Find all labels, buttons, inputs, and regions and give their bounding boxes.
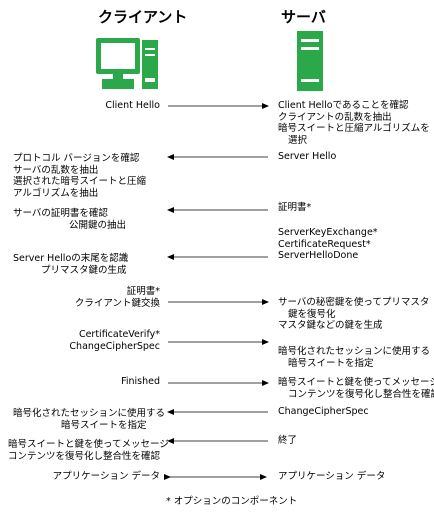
server-text: アプリケーション データ (278, 471, 386, 482)
desktop-computer-icon (96, 38, 158, 89)
server-text: ServerKeyExchange* CertificateRequest* S… (278, 227, 378, 261)
client-text: Client Hello (105, 100, 160, 111)
client-column-header: クライアント (98, 8, 188, 26)
client-text: 暗号化されたセッションに使用する 暗号スイートを指定 (13, 408, 166, 431)
server-text: Server Hello (278, 151, 337, 162)
server-text: 暗号スイートと鍵を使ってメッセージ コンテンツを復号化し整合性を確認 (278, 377, 434, 400)
server-text: 暗号化されたセッションに使用する 暗号スイートを指定 (278, 346, 431, 369)
client-text: 暗号スイートと鍵を使ってメッセージ コンテンツを復号化し整合性を確認 (8, 439, 169, 462)
server-text: 証明書* (278, 202, 312, 213)
client-text: 証明書* クライアント鍵交換 (74, 286, 160, 309)
server-tower-icon (297, 31, 323, 91)
server-text: ChangeCipherSpec (278, 406, 369, 417)
client-text: プロトコル バージョンを確認 サーバの乱数を抽出 選択された暗号スイートと圧縮 … (13, 153, 147, 199)
footnote: * オプションのコンポーネント (166, 496, 298, 507)
client-text: CertificateVerify* ChangeCipherSpec (69, 329, 160, 352)
client-text: サーバの証明書を確認 公開鍵の抽出 (13, 208, 127, 231)
client-text: Server Helloの末尾を認識 プリマスタ鍵の生成 (13, 253, 129, 276)
client-text: Finished (121, 376, 160, 387)
server-text: サーバの秘密鍵を使ってプリマスタ 鍵を復号化 マスタ鍵などの鍵を生成 (278, 297, 430, 331)
client-text: アプリケーション データ (52, 471, 160, 482)
server-text: 終了 (278, 435, 298, 446)
server-text: Client Helloであることを確認 クライアントの乱数を抽出 暗号スイート… (278, 100, 430, 146)
server-column-header: サーバ (281, 8, 326, 26)
